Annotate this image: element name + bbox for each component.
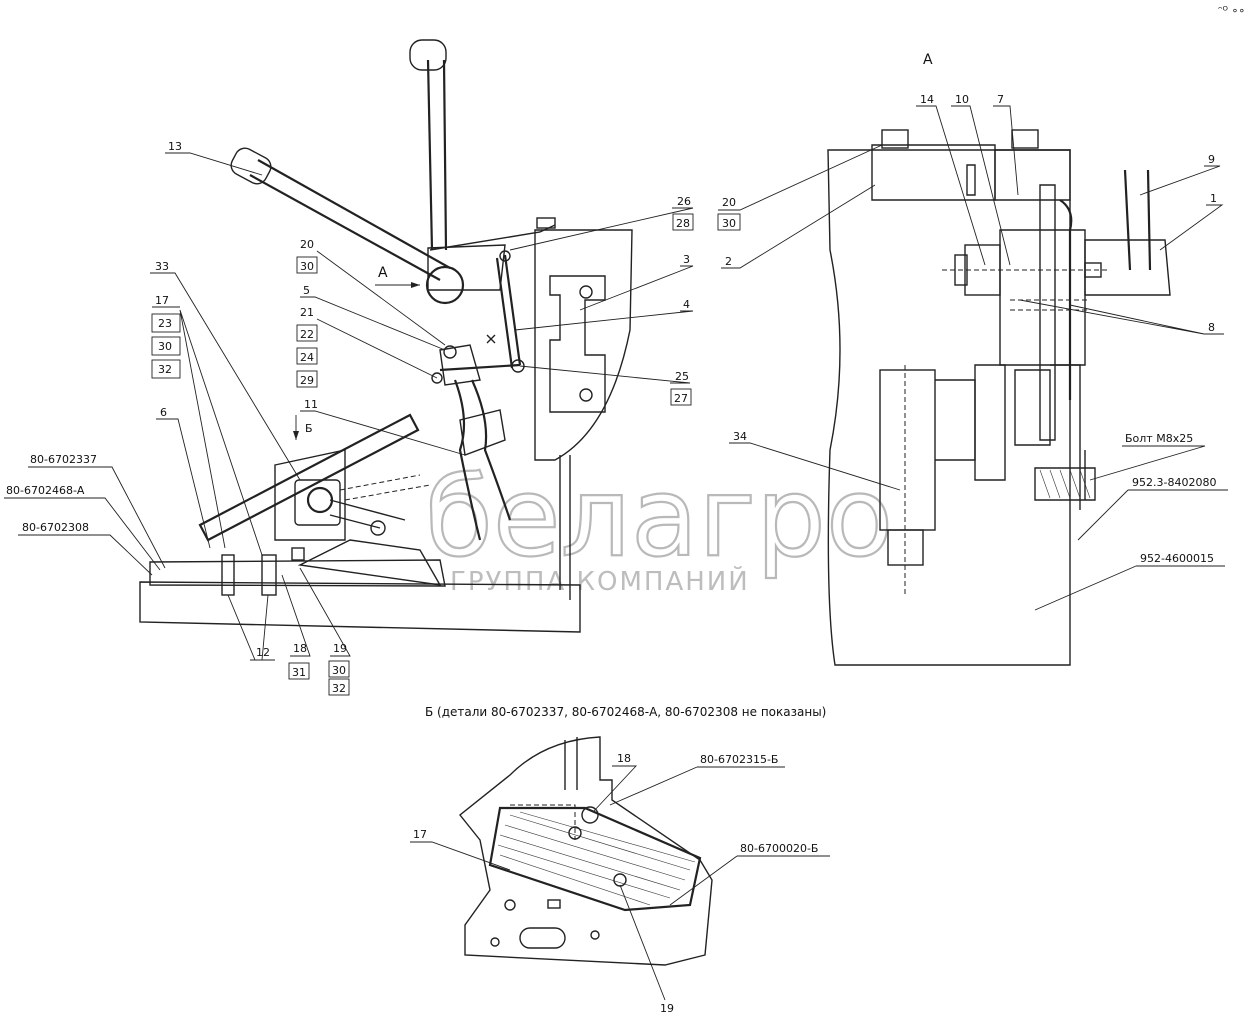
label-b-17: 17 xyxy=(413,828,427,841)
label-21: 21 xyxy=(300,306,314,319)
label-b-pn-6702315: 80-6702315-Б xyxy=(700,753,778,766)
label-pn-6702308: 80-6702308 xyxy=(22,521,89,534)
label-a-pn-8402080: 952.3-8402080 xyxy=(1132,476,1216,489)
label-a-1: 1 xyxy=(1210,192,1217,205)
label-a-bolt: Болт М8х25 xyxy=(1125,432,1193,445)
label-18: 18 xyxy=(293,642,307,655)
vertical-lever xyxy=(426,59,448,251)
label-24: 24 xyxy=(300,351,314,364)
main-view: А Б 13 26 28 20 30 3 33 5 4 21 xyxy=(4,39,694,696)
label-11: 11 xyxy=(304,398,318,411)
section-b-pedal xyxy=(488,806,702,912)
bolt-12b xyxy=(261,554,277,596)
label-13: 13 xyxy=(168,140,182,153)
label-6: 6 xyxy=(160,406,167,419)
arrow-b-label: Б xyxy=(305,422,313,435)
label-28: 28 xyxy=(676,217,690,230)
vertical-lever-knob xyxy=(409,39,447,71)
watermark: белагро ГРУППА КОМПАНИЙ xyxy=(424,452,894,597)
section-b-housing xyxy=(459,736,713,966)
label-a-7: 7 xyxy=(997,93,1004,106)
linkage-block xyxy=(439,344,481,386)
watermark-name: белагро xyxy=(425,453,893,581)
label-32b: 32 xyxy=(332,682,346,695)
bolt-m8 xyxy=(1034,467,1096,501)
label-pn-6702468: 80-6702468-А xyxy=(6,484,85,497)
label-25: 25 xyxy=(675,370,689,383)
view-a-labels: 14 10 7 20 30 9 1 2 8 34 Болт М8х25 952.… xyxy=(717,93,1228,611)
pedal-valve xyxy=(294,479,341,526)
view-a-housing xyxy=(827,149,1071,666)
label-20: 20 xyxy=(300,238,314,251)
hand-lever xyxy=(249,159,451,281)
label-22: 22 xyxy=(300,328,314,341)
panel-bracket xyxy=(549,275,606,413)
section-b-caption: Б (детали 80-6702337, 80-6702468-А, 80-6… xyxy=(425,705,826,719)
label-a-9: 9 xyxy=(1208,153,1215,166)
label-b-19: 19 xyxy=(660,1002,674,1015)
label-a-34: 34 xyxy=(733,430,747,443)
corner-mark: ᵔᴼ ∘∘∘ xyxy=(1218,4,1245,17)
label-32a: 32 xyxy=(158,363,172,376)
label-a-2: 2 xyxy=(725,255,732,268)
label-33: 33 xyxy=(155,260,169,273)
top-bracket-left xyxy=(871,144,996,201)
label-31: 31 xyxy=(292,666,306,679)
label-a-20: 20 xyxy=(722,196,736,209)
label-27: 27 xyxy=(674,392,688,405)
main-labels: 13 26 28 20 30 3 33 5 4 21 22 24 29 xyxy=(4,140,694,696)
label-pn-6702337: 80-6702337 xyxy=(30,453,97,466)
label-17: 17 xyxy=(155,294,169,307)
label-30b: 30 xyxy=(158,340,172,353)
label-26: 26 xyxy=(677,195,691,208)
view-a: А 14 10 xyxy=(717,52,1228,666)
curved-link xyxy=(453,379,512,541)
label-a-10: 10 xyxy=(955,93,969,106)
lever-hub xyxy=(425,265,465,305)
view-a-title: А xyxy=(923,52,933,68)
label-4: 4 xyxy=(683,298,690,311)
section-b: Б (детали 80-6702337, 80-6702468-А, 80-6… xyxy=(410,705,830,1015)
label-3: 3 xyxy=(683,253,690,266)
label-a-pn-4600015: 952-4600015 xyxy=(1140,552,1214,565)
arrow-a-label: А xyxy=(378,265,388,281)
label-a-30: 30 xyxy=(722,217,736,230)
label-23: 23 xyxy=(158,317,172,330)
floor-mat xyxy=(149,559,446,587)
label-5: 5 xyxy=(303,284,310,297)
label-29: 29 xyxy=(300,374,314,387)
mount-plate xyxy=(999,229,1086,366)
label-b-pn-6700020: 80-6700020-Б xyxy=(740,842,818,855)
label-30a: 30 xyxy=(300,260,314,273)
section-b-labels: 18 80-6702315-Б 17 80-6700020-Б 19 xyxy=(410,752,830,1015)
lever-9 xyxy=(1123,169,1152,271)
hand-lever-knob xyxy=(230,147,272,185)
lever-bracket xyxy=(1084,239,1171,296)
label-19: 19 xyxy=(333,642,347,655)
label-a-14: 14 xyxy=(920,93,934,106)
label-a-8: 8 xyxy=(1208,321,1215,334)
label-b-18: 18 xyxy=(617,752,631,765)
label-30c: 30 xyxy=(332,664,346,677)
watermark-sub: ГРУППА КОМПАНИЙ xyxy=(450,565,750,597)
rod xyxy=(495,254,522,369)
